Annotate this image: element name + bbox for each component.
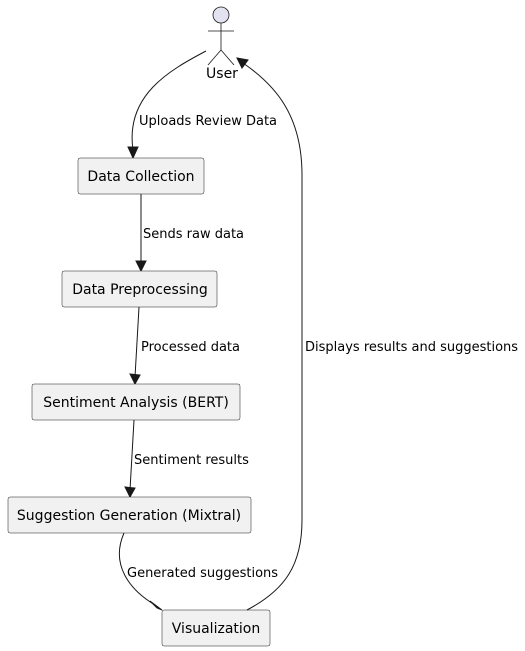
node-suggestion-generation-box <box>7 496 252 534</box>
edge-displays: Displays results and suggestions <box>236 57 518 611</box>
node-data-preprocessing-box <box>61 270 218 308</box>
edge-generated-suggestions-line <box>118 532 156 606</box>
actor-label: User <box>206 66 238 82</box>
edge-processed-line <box>134 306 140 378</box>
actor-left-leg <box>207 49 222 66</box>
node-data-preprocessing-label: Data Preprocessing <box>72 282 208 298</box>
actor-right-leg <box>220 49 235 66</box>
edge-uploads-arrowhead <box>127 146 139 160</box>
edge-uploads: Uploads Review Data <box>127 50 277 160</box>
edge-generated-suggestions: Generated suggestions <box>118 532 278 611</box>
node-data-collection-label: Data Collection <box>87 169 194 185</box>
node-suggestion-generation-label: Suggestion Generation (Mixtral) <box>17 508 241 524</box>
edge-displays-arrowhead <box>236 57 249 69</box>
edge-sentiment-results-label: Sentiment results <box>134 453 249 468</box>
actor-head-icon <box>212 6 230 24</box>
user-actor: User <box>206 6 238 82</box>
edge-generated-suggestions-arrowhead <box>149 600 163 611</box>
node-visualization-box <box>161 609 271 647</box>
edge-processed-arrowhead <box>129 373 141 386</box>
edge-processed-label: Processed data <box>141 340 240 355</box>
node-visualization: Visualization <box>161 609 271 647</box>
edge-sends-raw-label: Sends raw data <box>143 227 244 242</box>
node-visualization-label: Visualization <box>172 621 260 637</box>
edge-generated-suggestions-label: Generated suggestions <box>127 566 278 581</box>
edge-uploads-line <box>131 50 207 151</box>
edge-sentiment-results: Sentiment results <box>124 419 249 499</box>
edge-sends-raw: Sends raw data <box>135 194 244 273</box>
node-sentiment-analysis: Sentiment Analysis (BERT) <box>31 383 241 421</box>
edge-sends-raw-arrowhead <box>135 260 147 273</box>
edge-sentiment-results-arrowhead <box>124 486 136 499</box>
edge-sentiment-results-line <box>129 419 135 491</box>
node-sentiment-analysis-label: Sentiment Analysis (BERT) <box>43 395 229 411</box>
node-sentiment-analysis-box <box>31 383 241 421</box>
edge-processed: Processed data <box>129 306 240 386</box>
node-data-collection: Data Collection <box>77 157 205 195</box>
node-data-preprocessing: Data Preprocessing <box>61 270 218 308</box>
edge-uploads-label: Uploads Review Data <box>139 114 277 129</box>
node-suggestion-generation: Suggestion Generation (Mixtral) <box>7 496 252 534</box>
edge-displays-label: Displays results and suggestions <box>305 340 518 355</box>
edge-displays-line <box>242 62 303 611</box>
